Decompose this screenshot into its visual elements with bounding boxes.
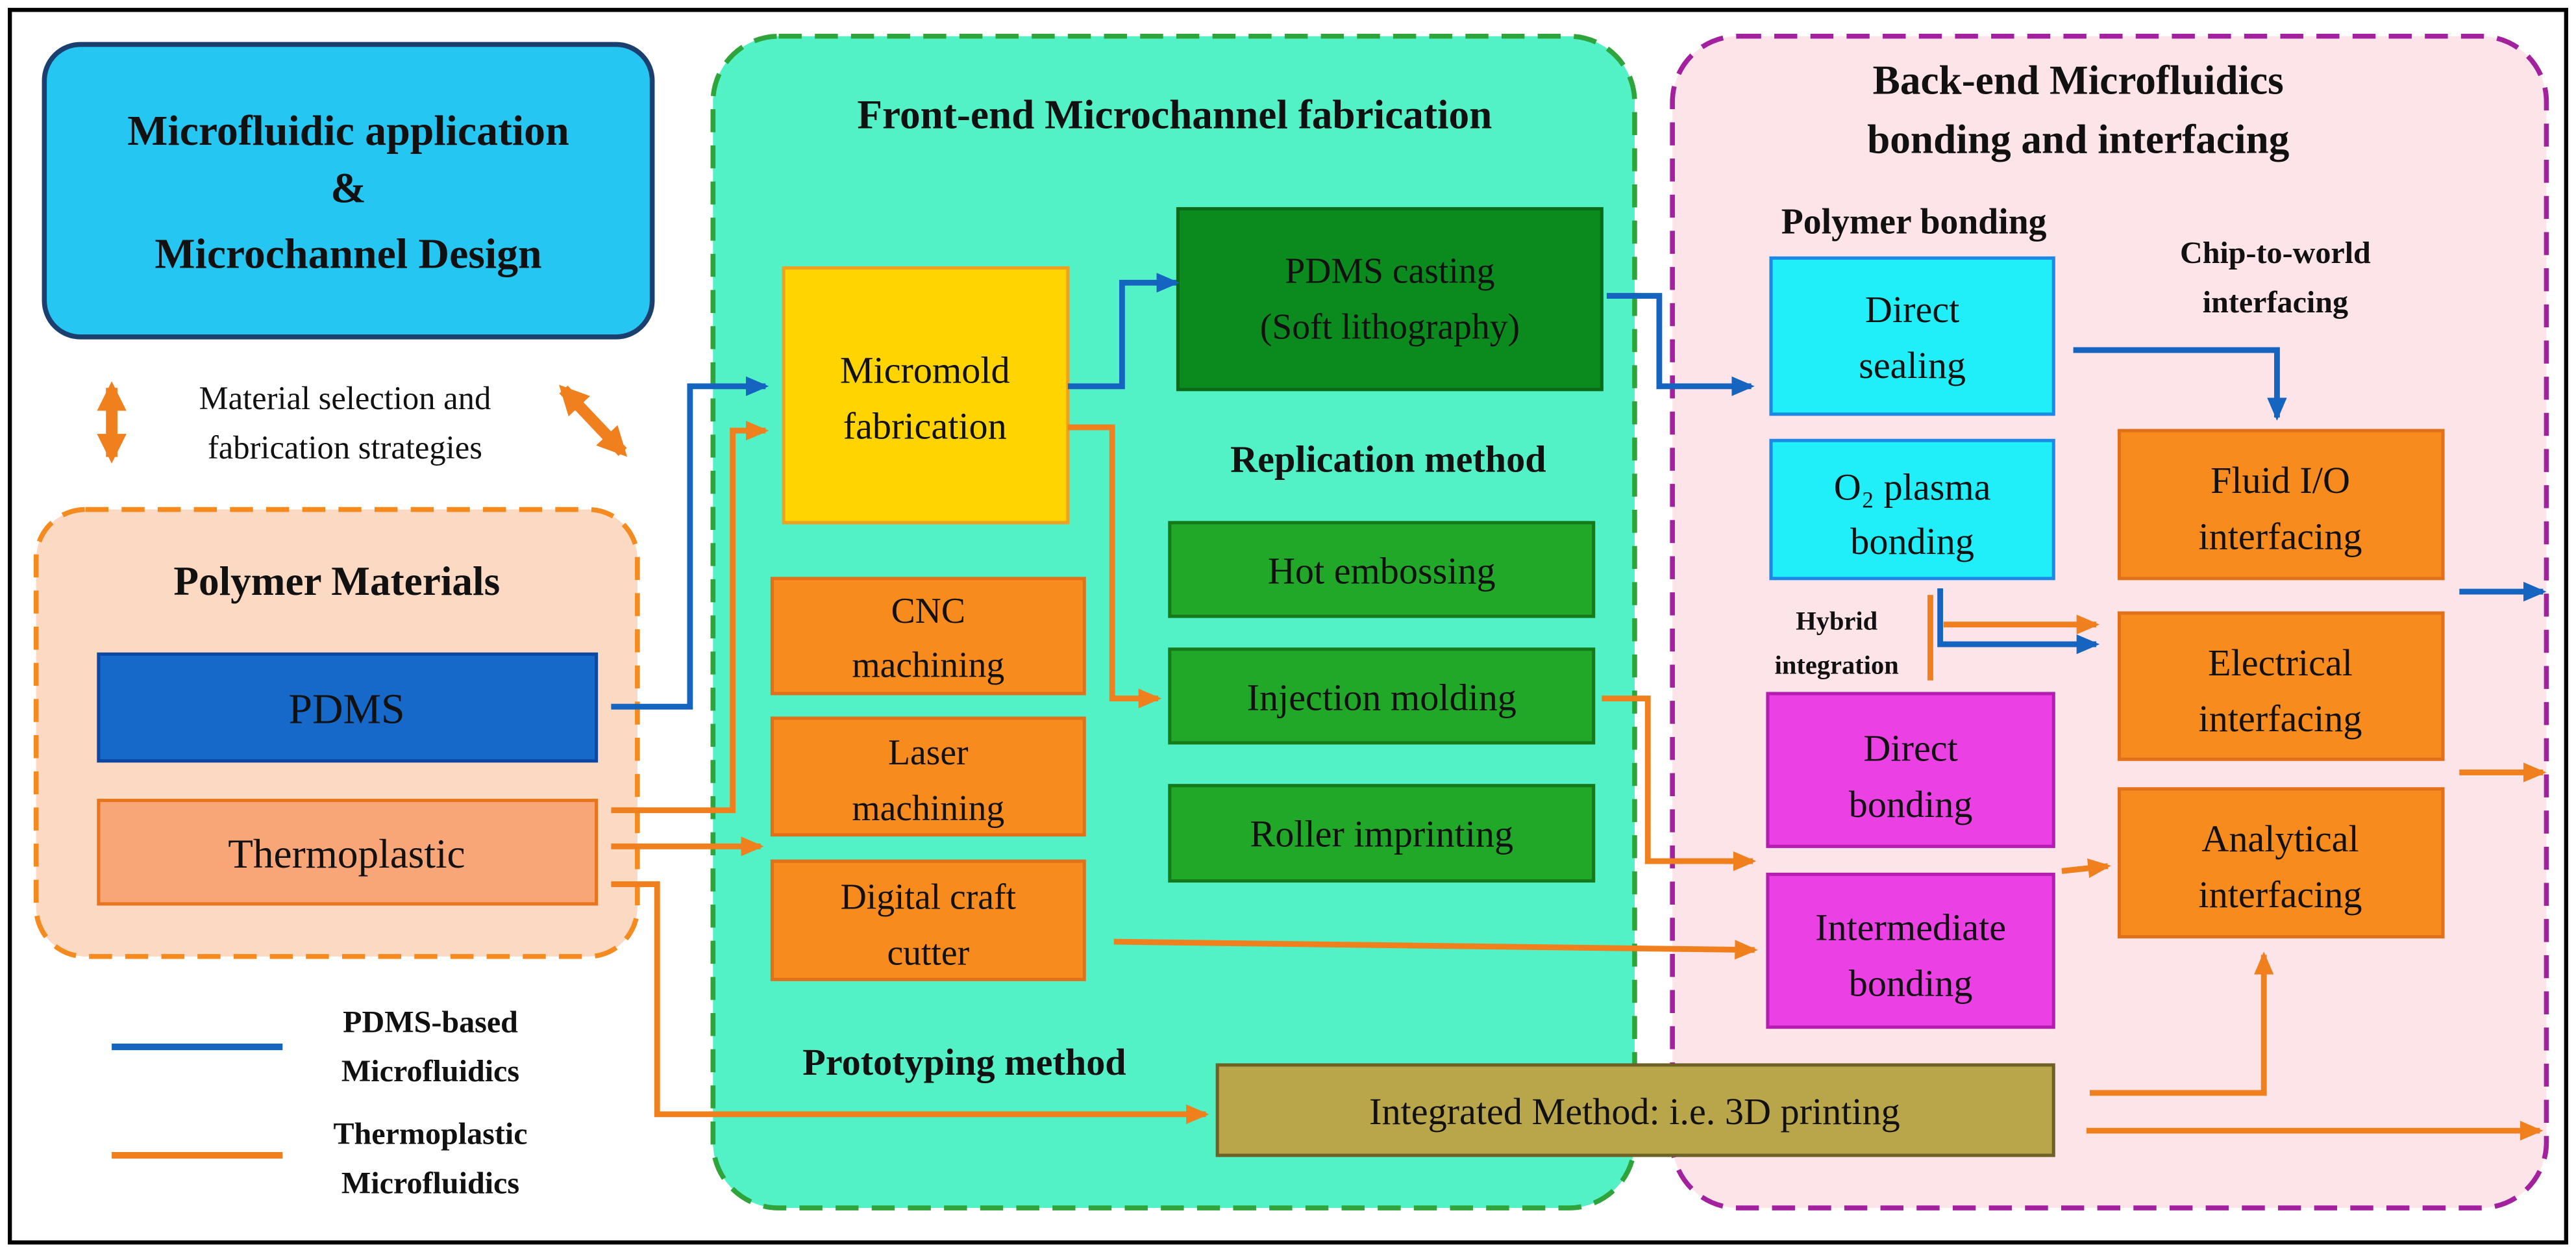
pdms-box bbox=[97, 652, 599, 763]
direct-bonding-line-1: Direct bbox=[1863, 727, 1957, 770]
legend-thermoplastic-line-2: Microfluidics bbox=[341, 1166, 519, 1200]
fluid-io-line-2: interfacing bbox=[2198, 515, 2362, 557]
design-box-line-1: Microfluidic application bbox=[127, 107, 569, 155]
direct-bonding-line-2: bonding bbox=[1849, 783, 1973, 825]
arrow-thermoplastic-to-micromold bbox=[611, 420, 769, 814]
prototyping-method-title: Prototyping method bbox=[802, 1041, 1126, 1083]
arrow-craft-cutter-to-intermediate-bonding bbox=[1113, 938, 1758, 960]
intermediate-bonding-line-1: Intermediate bbox=[1815, 907, 2006, 949]
arrow-micromold-to-injection-molding bbox=[1067, 424, 1162, 709]
fluid-io-box bbox=[2117, 429, 2445, 581]
micromold-line-1: Micromold bbox=[840, 349, 1010, 392]
direct-bonding-box bbox=[1766, 692, 2055, 848]
laser-line-2: machining bbox=[852, 788, 1004, 829]
arrow-bonding-to-analytical bbox=[2061, 858, 2111, 879]
roller-imprinting-label: Roller imprinting bbox=[1250, 812, 1513, 855]
front-end-title: Front-end Microchannel fabrication bbox=[857, 92, 1492, 137]
electrical-line-2: interfacing bbox=[2198, 697, 2362, 740]
material-selection-line-1: Material selection and bbox=[199, 380, 491, 416]
injection-molding-box bbox=[1168, 647, 1596, 745]
electrical-line-1: Electrical bbox=[2208, 642, 2353, 684]
legend-pdms-line-2: Microfluidics bbox=[341, 1054, 519, 1088]
hot-embossing-box bbox=[1168, 521, 1596, 618]
digital-craft-line-2: cutter bbox=[887, 933, 969, 973]
cnc-machining-box bbox=[770, 577, 1086, 696]
o2-plasma-line-1: O₂ plasma bbox=[1834, 466, 1991, 508]
design-box-line-3: Microchannel Design bbox=[155, 231, 541, 278]
design-box-line-2: & bbox=[330, 164, 366, 212]
thermoplastic-box bbox=[97, 798, 599, 906]
hybrid-integration-line-1: Hybrid bbox=[1796, 606, 1877, 635]
cnc-line-2: machining bbox=[852, 646, 1004, 686]
laser-line-1: Laser bbox=[888, 733, 969, 773]
intermediate-bonding-line-2: bonding bbox=[1849, 962, 1973, 1005]
hybrid-integration-line-2: integration bbox=[1775, 651, 1899, 680]
back-end-title-line-1: Back-end Microfluidics bbox=[1873, 57, 2284, 103]
arrow-micromold-to-pdms-casting bbox=[1067, 273, 1180, 390]
hot-embossing-label: Hot embossing bbox=[1268, 549, 1496, 592]
back-end-group: Back-end Microfluidics bonding and inter… bbox=[1670, 33, 2549, 1210]
material-selection-line-2: fabrication strategies bbox=[208, 429, 482, 466]
double-arrow-diagonal bbox=[559, 384, 628, 457]
arrow-integrated-to-analytical bbox=[2089, 951, 2274, 1096]
electrical-box bbox=[2117, 611, 2445, 761]
pdms-casting-line-2: (Soft lithography) bbox=[1260, 307, 1520, 347]
fluid-io-line-1: Fluid I/O bbox=[2211, 459, 2350, 501]
polymer-materials-title: Polymer Materials bbox=[173, 558, 500, 604]
digital-craft-line-1: Digital craft bbox=[841, 877, 1017, 918]
chip-to-world-title-line-2: interfacing bbox=[2203, 285, 2348, 320]
analytical-box bbox=[2117, 787, 2445, 939]
analytical-line-2: interfacing bbox=[2198, 873, 2362, 916]
analytical-line-1: Analytical bbox=[2201, 818, 2359, 860]
front-end-group: Front-end Microchannel fabrication Micro… bbox=[710, 33, 1637, 1210]
back-end-title-line-2: bonding and interfacing bbox=[1867, 116, 2289, 162]
o2-plasma-box bbox=[1769, 438, 2055, 581]
design-box: Microfluidic application & Microchannel … bbox=[42, 42, 655, 340]
direct-sealing-line-1: Direct bbox=[1865, 288, 1959, 331]
micromold-box bbox=[782, 266, 1070, 525]
polymer-bonding-title: Polymer bonding bbox=[1781, 201, 2047, 242]
direct-sealing-line-2: sealing bbox=[1859, 344, 1966, 386]
thermoplastic-label: Thermoplastic bbox=[228, 831, 465, 877]
direct-sealing-box bbox=[1769, 256, 2055, 416]
arrow-injection-molding-to-bonding bbox=[1602, 696, 1757, 872]
arrow-pdms-casting-to-direct-sealing bbox=[1606, 293, 1755, 396]
micromold-line-2: fabrication bbox=[843, 405, 1007, 447]
injection-molding-label: Injection molding bbox=[1247, 676, 1517, 718]
arrow-hybrid-blue bbox=[1937, 588, 2100, 655]
integrated-method-label: Integrated Method: i.e. 3D printing bbox=[1369, 1090, 1900, 1133]
o2-plasma-line-2: bonding bbox=[1850, 520, 1974, 562]
chip-to-world-title-line-1: Chip-to-world bbox=[2180, 236, 2371, 270]
pdms-label: PDMS bbox=[288, 686, 404, 733]
digital-craft-cutter-box bbox=[770, 859, 1086, 981]
legend: PDMS-based Microfluidics Thermoplastic M… bbox=[112, 1005, 528, 1200]
intermediate-bonding-box bbox=[1766, 872, 2055, 1029]
polymer-materials-group: Polymer Materials PDMS Thermoplastic bbox=[33, 507, 640, 959]
legend-thermoplastic-line-1: Thermoplastic bbox=[333, 1116, 527, 1151]
pdms-casting-box bbox=[1176, 207, 1604, 392]
roller-imprinting-box bbox=[1168, 784, 1596, 883]
legend-pdms-line-1: PDMS-based bbox=[343, 1005, 518, 1039]
replication-method-title: Replication method bbox=[1230, 438, 1546, 480]
arrow-thermoplastic-to-integrated bbox=[611, 881, 1209, 1125]
design-box-shape bbox=[42, 42, 655, 340]
cnc-line-1: CNC bbox=[891, 591, 965, 631]
laser-machining-box bbox=[770, 716, 1086, 837]
integrated-method-box bbox=[1215, 1063, 2055, 1157]
arrow-pdms-to-micromold bbox=[611, 376, 769, 710]
arrow-direct-sealing-to-fluid-io bbox=[2073, 347, 2287, 421]
pdms-casting-line-1: PDMS casting bbox=[1285, 251, 1494, 291]
